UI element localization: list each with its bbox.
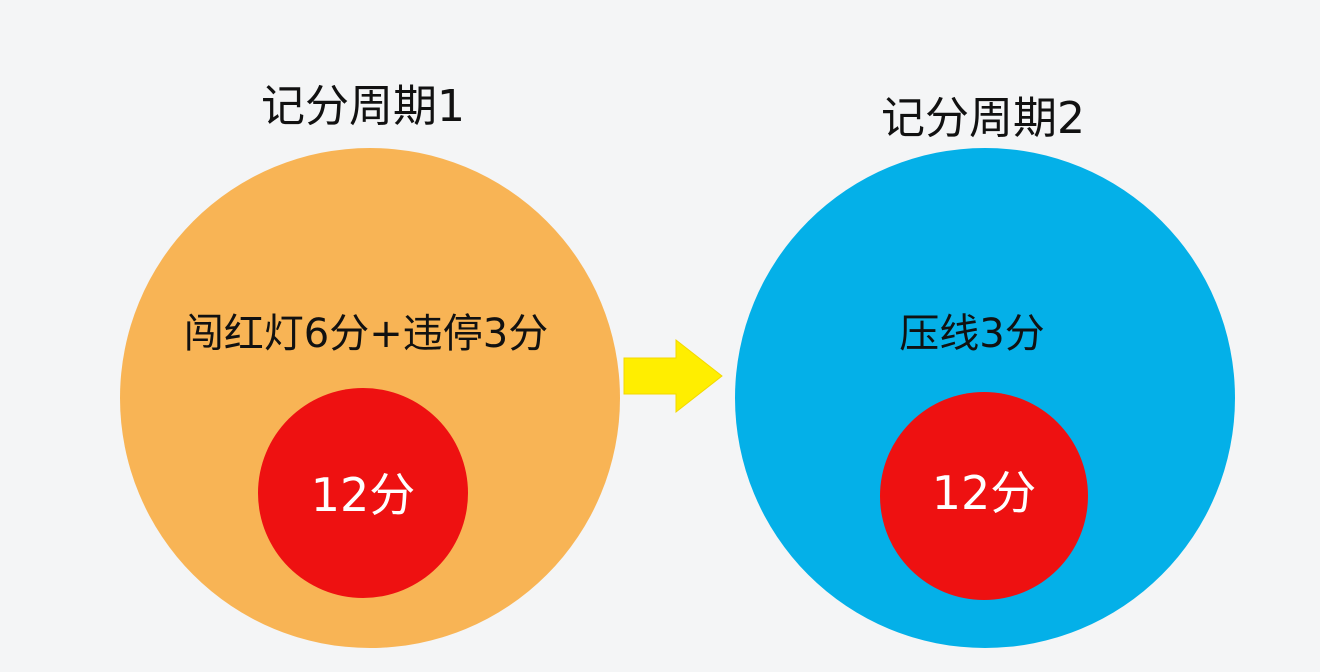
cycle2-total-circle [880,392,1088,600]
cycle1-title: 记分周期1 [261,81,465,132]
cycle1-total: 12分 [310,468,416,522]
cycle2-violations: 压线3分 [899,311,1045,357]
cycle2-title: 记分周期2 [881,93,1085,144]
cycle1-total-circle [258,388,468,598]
cycle2-total: 12分 [931,466,1037,520]
cycle1-violations: 闯红灯6分+违停3分 [183,311,549,357]
right-arrow-icon [623,338,723,414]
